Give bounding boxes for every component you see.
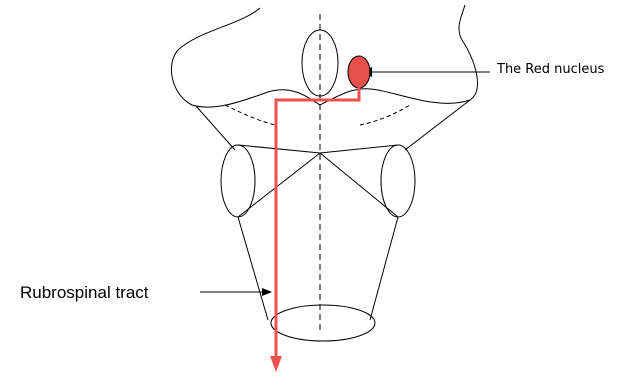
internal-dashed-right (360, 105, 410, 125)
rubrospinal-pointer-head (262, 288, 272, 296)
rubrospinal-tract-label: Rubrospinal tract (20, 283, 149, 303)
spinal-cord-oval (271, 305, 375, 341)
pons-outline (238, 145, 398, 217)
midbrain-outline (171, 5, 477, 107)
rubrospinal-tract-arrowhead (270, 356, 282, 372)
red-nucleus-shape (348, 56, 370, 88)
medulla-outline (238, 217, 398, 320)
pons-top-outline (196, 100, 470, 150)
left-peduncle-oval (221, 145, 255, 217)
red-nucleus-label: The Red nucleus (497, 62, 604, 77)
rubrospinal-tract-line (276, 86, 359, 360)
right-peduncle-oval (381, 145, 415, 217)
internal-dashed-left (225, 105, 275, 125)
